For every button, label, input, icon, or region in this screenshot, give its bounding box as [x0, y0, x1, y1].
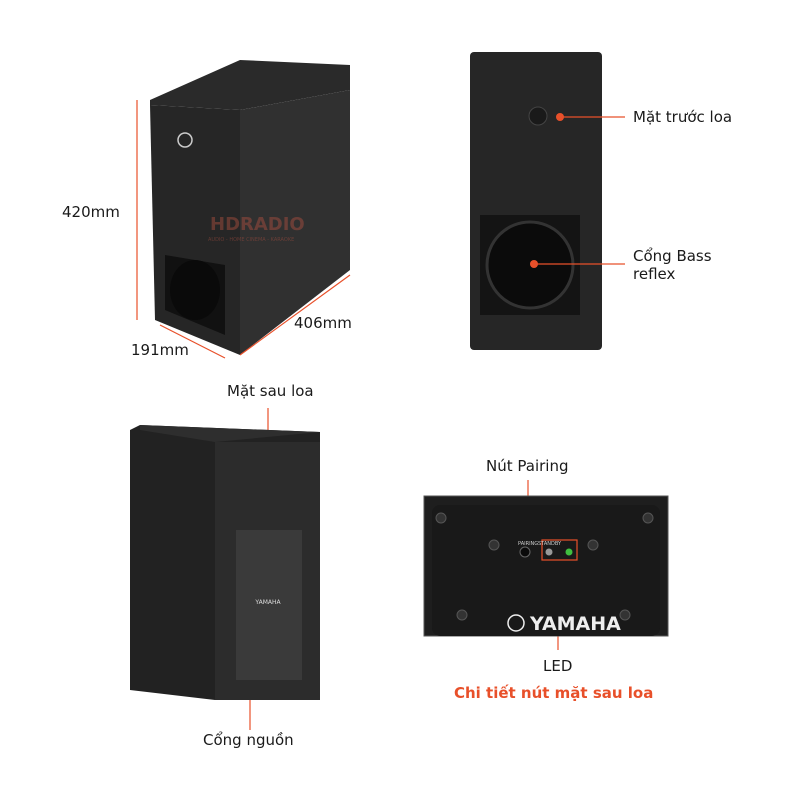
- height-label: 420mm: [62, 203, 120, 221]
- svg-text:AUDIO - HOME CINEMA - KARAOKE: AUDIO - HOME CINEMA - KARAOKE: [208, 237, 294, 243]
- standby-led: [545, 548, 553, 556]
- depth-label: 191mm: [131, 341, 189, 359]
- rear-label: Mặt sau loa: [227, 382, 314, 400]
- svg-text:PAIRING: PAIRING: [518, 541, 538, 547]
- rear-logo: YAMAHA: [254, 599, 281, 606]
- front-label: Mặt trước loa: [633, 108, 733, 126]
- pairing-label: Nút Pairing: [486, 457, 569, 475]
- speaker-side-view: [470, 52, 602, 350]
- pairing-button: [519, 546, 531, 558]
- bass-reflex-label-1: Cổng Bass: [633, 247, 712, 265]
- width-label: 406mm: [294, 314, 352, 332]
- detail-title: Chi tiết nút mặt sau loa: [454, 684, 654, 702]
- speaker-rear-view: YAMAHA: [130, 425, 320, 700]
- width-dimension-line: [239, 274, 351, 356]
- status-led: [565, 548, 573, 556]
- svg-text:HDRADIO: HDRADIO: [210, 214, 305, 235]
- yamaha-logo: YAMAHA: [529, 613, 621, 635]
- led-label: LED: [543, 657, 573, 675]
- depth-dimension-line: [159, 324, 226, 359]
- bass-reflex-label-2: reflex: [633, 265, 676, 283]
- svg-text:STANDBY: STANDBY: [538, 541, 562, 547]
- watermark: HDRADIO AUDIO - HOME CINEMA - KARAOKE: [208, 214, 305, 243]
- rear-panel-detail: PAIRING STANDBY YAMAHA: [423, 495, 669, 637]
- power-port-label: Cổng nguồn: [203, 731, 294, 749]
- speaker-perspective: [150, 60, 350, 355]
